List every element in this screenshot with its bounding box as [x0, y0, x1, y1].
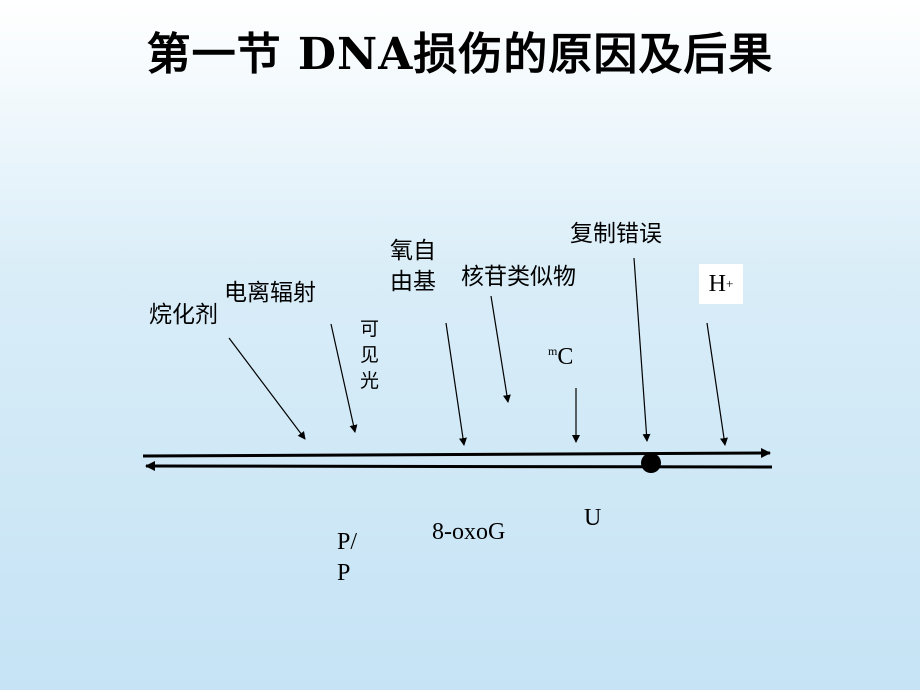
free-radical-line-2: 由基 — [390, 269, 436, 295]
arrow-alkylating — [228, 337, 306, 440]
arrow-replication — [633, 257, 651, 442]
methyl-cytosine-label: mC — [548, 344, 573, 371]
pyrimidine-dimer-line-2: P — [337, 560, 351, 586]
visible-light-label: 可 见 光 — [360, 316, 379, 394]
visible-light-char-2: 见 — [360, 344, 380, 366]
arrow-nucleoside — [490, 295, 511, 403]
methyl-cytosine-symbol: C — [557, 344, 574, 370]
proton-superscript: + — [726, 276, 734, 291]
pyrimidine-dimer-line-1: P/ — [337, 529, 358, 555]
methyl-superscript: m — [548, 344, 558, 358]
proton-label: H+ — [699, 264, 743, 304]
free-radical-line-1: 氧自 — [390, 238, 436, 264]
replication-error-label: 复制错误 — [570, 221, 662, 247]
page-title: 第一节 DNA损伤的原因及后果 — [146, 29, 774, 80]
arrow-ionizing — [330, 323, 358, 433]
oxoguanine-label: 8-oxoG — [432, 519, 506, 545]
visible-light-char-3: 光 — [360, 370, 380, 392]
uracil-label: U — [584, 505, 602, 531]
free-radical-label: 氧自 由基 — [390, 236, 436, 298]
pyrimidine-dimer-label: P/ P — [337, 527, 357, 589]
arrow-free-radical — [445, 322, 467, 446]
alkylating-agent-label: 烷化剂 — [149, 302, 218, 328]
mismatch-dot — [641, 453, 661, 473]
nucleoside-analog-label: 核苷类似物 — [461, 264, 576, 290]
dna-top-strand — [142, 448, 771, 459]
dna-bottom-strand — [145, 461, 773, 472]
proton-symbol: H — [708, 270, 726, 297]
visible-light-char-1: 可 — [360, 318, 380, 340]
ionizing-radiation-label: 电离辐射 — [224, 280, 316, 306]
arrow-proton — [706, 322, 728, 446]
